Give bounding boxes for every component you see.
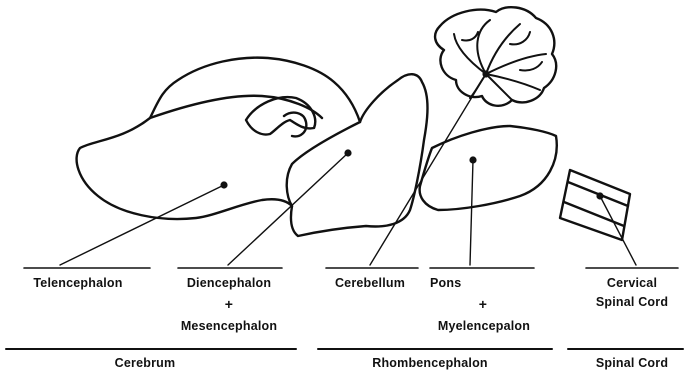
pons-label: Pons: [430, 276, 474, 290]
cervical-label: Cervical: [586, 276, 678, 290]
cerebrum-outline: [77, 58, 428, 236]
diencephalon-plus: +: [172, 297, 286, 311]
pons-leader: [470, 160, 473, 265]
pons-plus: +: [430, 297, 536, 311]
brainstem-outline: [420, 126, 557, 210]
telencephalon-label: Telencephalon: [12, 276, 144, 290]
myelencephalon-label: Myelencepalon: [424, 319, 544, 333]
cerebral-cut-edge: [287, 122, 360, 206]
rhombencephalon-label: Rhombencephalon: [350, 356, 510, 370]
mesencephalon-label: Mesencephalon: [168, 319, 290, 333]
spinal-cord-leader: [600, 196, 636, 265]
diencephalon-leader: [228, 153, 348, 265]
cerebellum-label: Cerebellum: [322, 276, 418, 290]
cerebrum-label: Cerebrum: [80, 356, 210, 370]
telencephalon-leader: [60, 185, 224, 265]
spinal-cord-group-label: Spinal Cord: [582, 356, 682, 370]
cerebellum-folia: [454, 20, 546, 100]
diencephalon-label: Diencephalon: [172, 276, 286, 290]
cerebellum-outline: [435, 7, 556, 106]
spinal-cord-region-label: Spinal Cord: [582, 295, 682, 309]
